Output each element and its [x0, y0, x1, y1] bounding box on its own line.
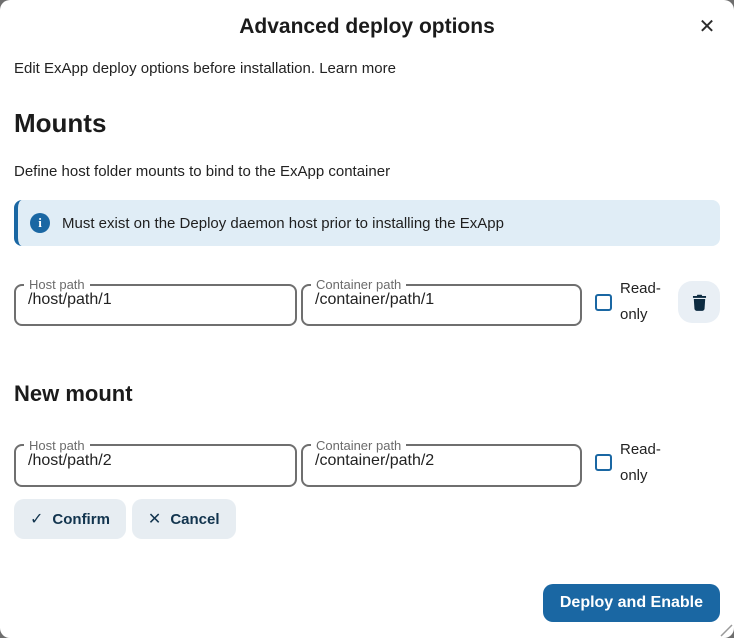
intro-sentence: Edit ExApp deploy options before install… — [14, 60, 316, 77]
deploy-and-enable-label: Deploy and Enable — [559, 594, 703, 611]
confirm-button[interactable]: ✓ Confirm — [14, 499, 126, 539]
host-path-label-1: Host path — [29, 277, 85, 293]
info-note-card: i Must exist on the Deploy daemon host p… — [14, 200, 720, 246]
check-icon: ✓ — [30, 511, 44, 528]
info-icon: i — [30, 213, 50, 233]
readonly-label-1[interactable]: Read-only — [620, 280, 661, 324]
close-button[interactable]: ✕ — [690, 10, 724, 44]
readonly-option-2: Read-only — [595, 437, 670, 490]
trash-icon — [692, 294, 706, 311]
mounts-heading: Mounts — [14, 108, 107, 138]
info-note-text: Must exist on the Deploy daemon host pri… — [62, 214, 504, 232]
new-mount-heading: New mount — [14, 380, 133, 406]
x-icon: ✕ — [147, 511, 162, 528]
dialog-header: Advanced deploy options ✕ — [0, 0, 734, 39]
container-path-field-1: Container path — [301, 277, 582, 327]
host-path-field-2: Host path — [14, 437, 297, 487]
delete-mount-button[interactable] — [678, 281, 720, 324]
mounts-description: Define host folder mounts to bind to the… — [14, 163, 391, 180]
intro-text: Edit ExApp deploy options before install… — [14, 60, 720, 77]
readonly-label-2[interactable]: Read-only — [620, 440, 661, 484]
container-path-label-1: Container path — [316, 277, 402, 293]
dialog-content: Edit ExApp deploy options before install… — [0, 60, 734, 539]
readonly-option-1: Read-only — [595, 276, 670, 329]
host-path-input-2[interactable] — [16, 451, 295, 474]
learn-more-link[interactable]: Learn more — [319, 60, 396, 77]
readonly-checkbox-1[interactable] — [595, 293, 612, 311]
cancel-button[interactable]: ✕ Cancel — [131, 499, 236, 539]
host-path-label-2: Host path — [29, 437, 85, 453]
confirm-button-label: Confirm — [52, 510, 110, 528]
cancel-button-label: Cancel — [170, 510, 220, 528]
container-path-field-2: Container path — [301, 437, 582, 487]
new-mount-actions: ✓ Confirm ✕ Cancel — [14, 499, 720, 539]
host-path-field-1: Host path — [14, 277, 297, 327]
mount-row-new: Host path Container path Read-only — [14, 437, 720, 490]
container-path-label-2: Container path — [316, 437, 402, 453]
container-path-input-2[interactable] — [303, 451, 580, 474]
container-path-input-1[interactable] — [303, 291, 580, 314]
close-icon: ✕ — [698, 16, 716, 38]
dialog-title: Advanced deploy options — [239, 15, 495, 38]
host-path-input-1[interactable] — [16, 291, 295, 314]
mount-row-existing: Host path Container path Read-only — [14, 276, 720, 329]
readonly-checkbox-2[interactable] — [595, 454, 612, 472]
resize-handle-icon[interactable] — [720, 624, 733, 637]
deploy-and-enable-button[interactable]: Deploy and Enable — [542, 584, 720, 622]
